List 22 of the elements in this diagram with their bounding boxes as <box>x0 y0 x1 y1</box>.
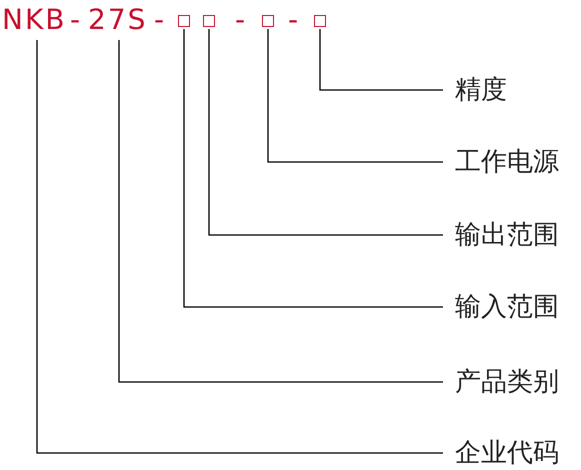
leader-line <box>208 29 443 236</box>
model-code-part: NKB <box>2 2 67 38</box>
leader-line <box>267 29 443 163</box>
field-label: 输出范围 <box>455 218 559 252</box>
leader-line <box>118 40 443 383</box>
field-label: 工作电源 <box>455 145 559 179</box>
placeholder-square <box>178 15 190 27</box>
hyphen: - <box>288 2 298 38</box>
model-code-part: 27S <box>88 2 148 38</box>
leader-line <box>36 40 443 454</box>
hyphen: - <box>70 2 80 38</box>
hyphen: - <box>235 2 246 38</box>
placeholder-square <box>314 15 326 27</box>
field-label: 精度 <box>455 73 507 107</box>
field-label: 产品类别 <box>455 365 559 399</box>
hyphen: - <box>154 2 164 38</box>
leader-line <box>319 29 443 91</box>
leader-line <box>183 29 443 308</box>
field-label: 输入范围 <box>455 290 559 324</box>
placeholder-square <box>203 15 215 27</box>
field-label: 企业代码 <box>455 436 559 470</box>
placeholder-square <box>262 15 274 27</box>
